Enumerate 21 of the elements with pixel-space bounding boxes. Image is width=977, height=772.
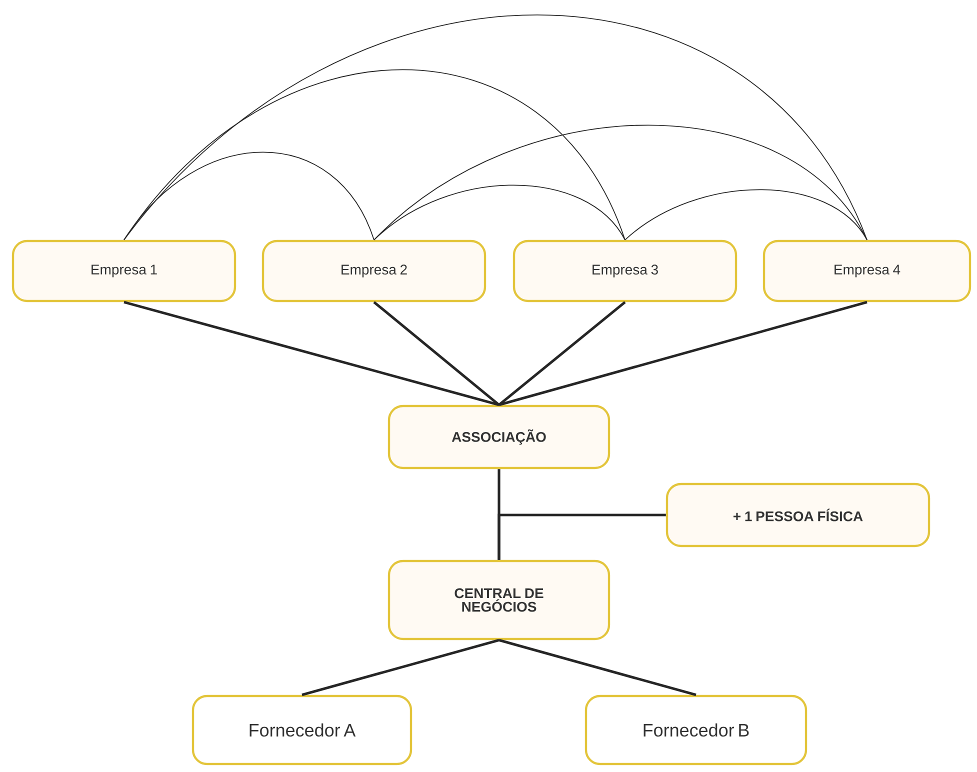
rounded-box: Empresa 3 (512, 240, 738, 302)
rounded-box: Fornecedor A (192, 694, 412, 766)
connector-line (124, 300, 500, 406)
connector-line (498, 638, 696, 696)
connector-line (124, 69, 626, 240)
connector-line (624, 189, 868, 240)
rounded-box: Empresa 1 (12, 240, 236, 302)
connector-line (302, 638, 500, 696)
connector-line (124, 14, 868, 240)
connector-line (374, 184, 626, 240)
rounded-box: ASSOCIAÇÃO (388, 404, 610, 470)
rounded-box: CENTRAL DE NEGÓCIOS (388, 560, 610, 640)
connector-line (373, 301, 500, 406)
rounded-box: Empresa 4 (762, 240, 972, 302)
connector-line (498, 301, 626, 406)
connector-line (498, 300, 868, 406)
rounded-box: Empresa 2 (262, 240, 486, 302)
rounded-box: + 1 PESSOA FÍSICA (666, 482, 930, 548)
connector-line (124, 152, 374, 240)
rounded-box: Fornecedor B (584, 694, 808, 766)
connector-line (498, 514, 666, 560)
